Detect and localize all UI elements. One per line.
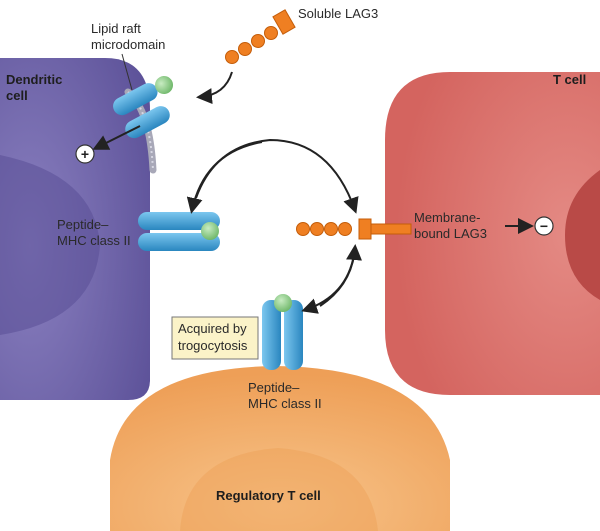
dendritic-cell-label: Dendritic <box>6 72 62 87</box>
t-cell <box>385 72 600 395</box>
arrow-curve-top <box>195 138 359 214</box>
arrow-treg-to-lag3 <box>319 244 362 307</box>
pmhc-dc-label-2: MHC class II <box>57 233 131 248</box>
mhc-class-ii-dendritic <box>138 212 220 251</box>
positive-signal: + <box>75 144 95 164</box>
interaction-arrows <box>92 71 534 314</box>
membrane-bound-lag3-molecule <box>296 218 412 240</box>
arrow-curve-top-left <box>186 141 263 214</box>
lipid-raft-label: Lipid raft <box>91 21 141 36</box>
membrane-lag3-label: Membrane- <box>414 210 480 225</box>
dendritic-cell-label-2: cell <box>6 88 28 103</box>
negative-signal: − <box>534 216 554 236</box>
lipid-raft-leader-line <box>121 53 133 91</box>
trogocytosis-callout: Acquired by trogocytosis <box>171 316 259 360</box>
regulatory-t-cell-label: Regulatory T cell <box>216 488 321 503</box>
t-cell-label: T cell <box>553 72 586 87</box>
peptide-icon <box>201 222 219 240</box>
arrow-to-positive-signal <box>92 125 141 150</box>
svg-text:trogocytosis: trogocytosis <box>178 338 248 353</box>
arrow-soluble-to-mhc <box>196 71 233 105</box>
svg-text:Acquired by: Acquired by <box>178 321 247 336</box>
arrow-lag3-to-treg <box>301 247 356 314</box>
mhc-class-ii-regulatory <box>262 294 303 370</box>
pmhc-treg-label-2: MHC class II <box>248 396 322 411</box>
soluble-lag3-label: Soluble LAG3 <box>298 6 378 21</box>
regulatory-t-cell <box>110 366 450 531</box>
membrane-lag3-label-2: bound LAG3 <box>414 226 487 241</box>
peptide-icon <box>155 76 174 95</box>
pmhc-dc-label: Peptide– <box>57 217 109 232</box>
soluble-lag3-molecule <box>225 9 296 64</box>
pmhc-treg-label: Peptide– <box>248 380 300 395</box>
mhc-class-ii-lipid-raft <box>113 76 174 139</box>
svg-text:−: − <box>540 218 548 234</box>
svg-text:+: + <box>81 146 89 162</box>
dendritic-cell <box>0 58 157 400</box>
lipid-raft-label-2: microdomain <box>91 37 165 52</box>
peptide-icon <box>274 294 292 312</box>
